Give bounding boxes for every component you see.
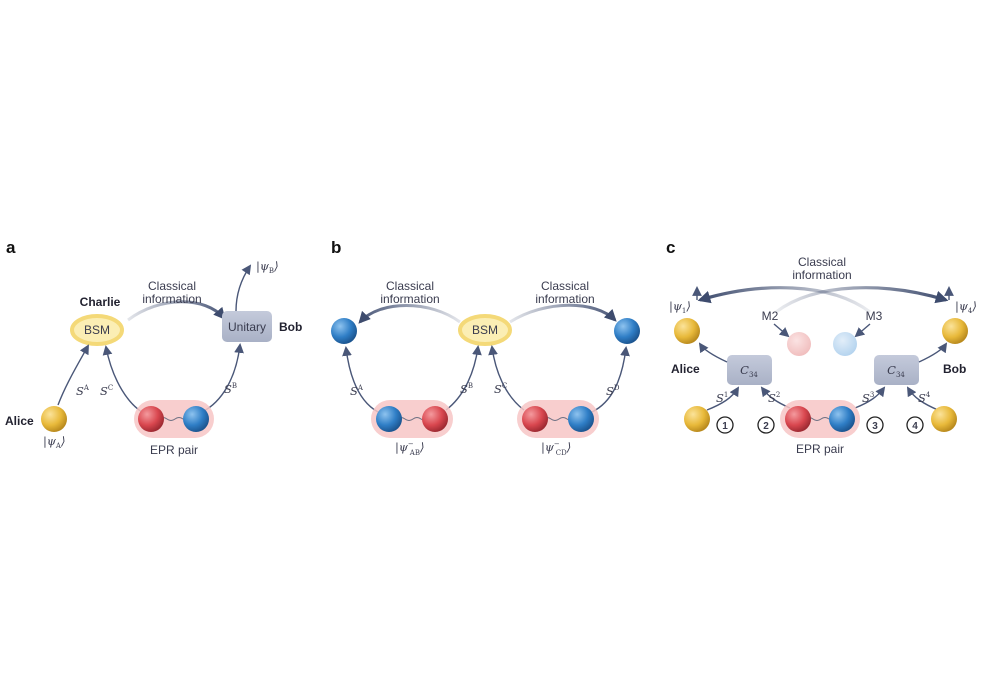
classical-arrow-b-right (509, 303, 617, 324)
s-c-label-a: SC (100, 384, 113, 398)
arrow-box-to-bob (918, 342, 948, 363)
arrow-sa-b (342, 346, 379, 413)
s-a-label-a: SA (76, 384, 90, 398)
output-particle-b-right (614, 318, 640, 344)
bob-label-c: Bob (943, 362, 966, 376)
svg-text:3: 3 (872, 421, 878, 432)
number-badge-1: 1 (716, 416, 734, 434)
classical-arrow-b-left (358, 304, 461, 324)
alice-label-a: Alice (5, 414, 34, 428)
m2-particle (787, 332, 811, 356)
output-particle-c-right (942, 318, 968, 344)
bsm-label-a: BSM (84, 323, 110, 337)
s-b-label-a: SB (224, 382, 237, 396)
output-particle-c-left (674, 318, 700, 344)
m3-label: M3 (866, 309, 883, 323)
s-c-label-b: SC (494, 382, 507, 396)
classical-label-a-line1: Classical (148, 279, 196, 293)
input-particle-1 (684, 406, 710, 432)
classical-label-c-line1: Classical (798, 255, 846, 269)
bob-label-a: Bob (279, 320, 302, 334)
svg-text:1: 1 (722, 421, 728, 432)
number-badge-3: 3 (866, 416, 884, 434)
classical-label-a-line2: information (142, 292, 201, 306)
classical-arrow-c-to-bob (775, 286, 949, 314)
ket-4: |ψ4⟩ (955, 299, 977, 315)
psi-a-ket: |ψA⟩ (43, 434, 65, 450)
psi-b-ket: |ψB⟩ (256, 259, 279, 275)
pair-cd-red (522, 406, 548, 432)
bsm-node-a: BSM (70, 314, 124, 346)
output-particle-b-left (331, 318, 357, 344)
c34-box-right: C34 (874, 355, 919, 385)
bsm-node-b: BSM (458, 314, 512, 346)
s-d-label-b: SD (606, 384, 620, 398)
bsm-label-b: BSM (472, 323, 498, 337)
panel-c-letter: c (666, 238, 675, 257)
alice-particle-a (41, 406, 67, 432)
svg-text:4: 4 (912, 421, 918, 432)
panel-b-letter: b (331, 238, 341, 257)
classical-label-c-line2: information (792, 268, 851, 282)
panel-b: b Classical information Classical inform… (331, 238, 640, 457)
charlie-label: Charlie (80, 295, 121, 309)
panel-c: c Classical information |ψ1⟩ |ψ4⟩ M2 M3 … (666, 238, 977, 456)
ket-cd: |ψ−CD⟩ (541, 440, 571, 457)
pair-ab-blue (376, 406, 402, 432)
ket-1: |ψ1⟩ (669, 299, 691, 315)
panel-a-letter: a (6, 238, 16, 257)
classical-arrow-c-to-alice (697, 286, 871, 314)
classical-label-b-left-1: Classical (386, 279, 434, 293)
alice-label-c: Alice (671, 362, 700, 376)
unitary-label: Unitary (228, 320, 266, 334)
ket-ab: |ψ−AB⟩ (395, 440, 424, 457)
m2-label: M2 (762, 309, 779, 323)
arrow-s1 (706, 386, 740, 411)
input-particle-4 (931, 406, 957, 432)
epr-pair-c (780, 400, 860, 438)
arrow-box-to-alice (698, 342, 728, 363)
arrow-sc-b (488, 345, 525, 411)
output-arrow-b (235, 264, 252, 312)
unitary-box: Unitary (222, 311, 272, 342)
pair-cd-blue (568, 406, 594, 432)
arrow-sd-b (591, 346, 630, 413)
red-particle-a (138, 406, 164, 432)
arrow-m2 (773, 323, 790, 338)
arrow-sb-b (445, 345, 482, 411)
pair-ab-red (422, 406, 448, 432)
svg-text:2: 2 (763, 421, 769, 432)
classical-label-b-right-2: information (535, 292, 594, 306)
red-particle-c (785, 406, 811, 432)
epr-pair-a (134, 400, 214, 438)
panel-a: a Classical information |ψB⟩ Charlie BSM… (5, 238, 302, 457)
pair-ab (371, 400, 453, 438)
s-b-label-b: SB (460, 382, 473, 396)
epr-label-c: EPR pair (796, 442, 844, 456)
s4-label: S4 (918, 391, 931, 405)
m3-particle (833, 332, 857, 356)
number-badge-4: 4 (906, 416, 924, 434)
arrow-s4 (906, 386, 939, 411)
arrow-s3 (854, 386, 886, 409)
arrow-alice-to-bsm (57, 344, 89, 406)
pair-cd (517, 400, 599, 438)
classical-label-b-left-2: information (380, 292, 439, 306)
epr-label-a: EPR pair (150, 443, 198, 457)
blue-particle-c (829, 406, 855, 432)
arrow-pair-to-unitary (201, 343, 244, 413)
number-badge-2: 2 (757, 416, 775, 434)
s1-label: S1 (716, 391, 728, 405)
c34-box-left: C34 (727, 355, 772, 385)
arrow-m3 (854, 323, 871, 338)
classical-label-b-right-1: Classical (541, 279, 589, 293)
blue-particle-a (183, 406, 209, 432)
s3-label: S3 (862, 391, 874, 405)
classical-arrow-a (127, 300, 226, 322)
